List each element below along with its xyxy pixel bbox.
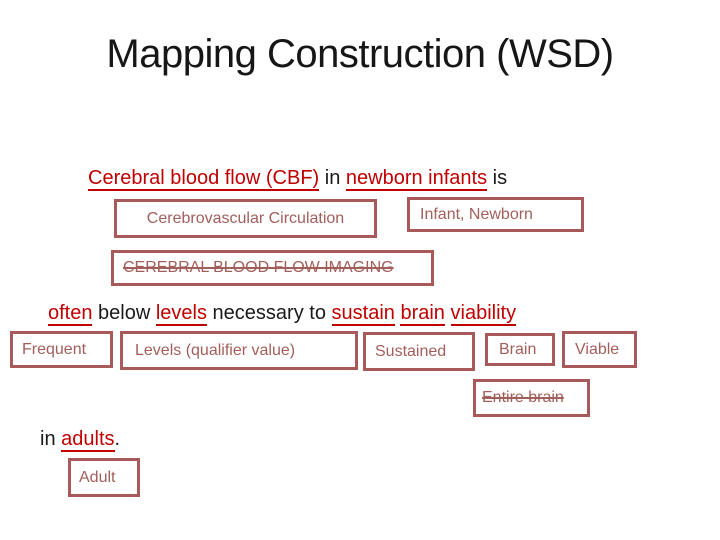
mapping-box-entire-brain: Entire brain: [473, 379, 590, 417]
plain-text: in: [40, 428, 62, 450]
mapping-box-label-strikethrough: CEREBRAL BLOOD FLOW IMAGING: [123, 259, 394, 276]
mapping-box-label: Brain: [499, 340, 537, 358]
mapping-box-frequent: Frequent: [10, 331, 113, 368]
sentence-line-2: often below levels necessary to sustain …: [48, 300, 517, 326]
highlighted-term: often: [48, 302, 93, 326]
mapping-box-label: Levels (qualifier value): [135, 341, 296, 359]
mapping-box-label: Adult: [79, 468, 116, 486]
mapping-box-label: Frequent: [22, 340, 87, 358]
mapping-box-viable: Viable: [562, 331, 637, 368]
plain-text: in: [319, 167, 346, 189]
mapping-box-infant-newborn: Infant, Newborn: [407, 197, 584, 232]
mapping-box-cerebrovascular-circulation: Cerebrovascular Circulation: [114, 199, 377, 238]
highlighted-term: adults: [61, 428, 115, 452]
mapping-box-label: Cerebrovascular Circulation: [146, 209, 345, 227]
mapping-box-adult: Adult: [68, 458, 140, 497]
mapping-box-label: Viable: [575, 340, 620, 358]
highlighted-term: sustain: [331, 302, 395, 326]
highlighted-term: Cerebral blood flow (CBF): [88, 167, 320, 191]
highlighted-term: levels: [155, 302, 207, 326]
highlighted-term: brain: [400, 302, 445, 326]
mapping-box-levels-qualifier-value: Levels (qualifier value): [120, 331, 358, 370]
highlighted-term: viability: [450, 302, 517, 326]
plain-text: .: [114, 428, 121, 450]
plain-text: is: [487, 167, 508, 189]
sentence-line-3: in adults.: [40, 426, 120, 452]
mapping-box-brain: Brain: [485, 333, 555, 366]
plain-text: [445, 302, 451, 324]
sentence-line-1: Cerebral blood flow (CBF) in newborn inf…: [88, 165, 507, 191]
mapping-box-label: Infant, Newborn: [420, 205, 533, 223]
mapping-box-cerebral-blood-flow-imaging: CEREBRAL BLOOD FLOW IMAGING: [111, 250, 434, 286]
mapping-box-label: Sustained: [375, 342, 447, 360]
plain-text: necessary to: [207, 302, 332, 324]
mapping-box-sustained: Sustained: [363, 332, 475, 371]
highlighted-term: newborn infants: [345, 167, 488, 191]
plain-text: below: [92, 302, 156, 324]
slide-title: Mapping Construction (WSD): [106, 32, 614, 76]
mapping-box-label-strikethrough: Entire brain: [482, 389, 564, 406]
